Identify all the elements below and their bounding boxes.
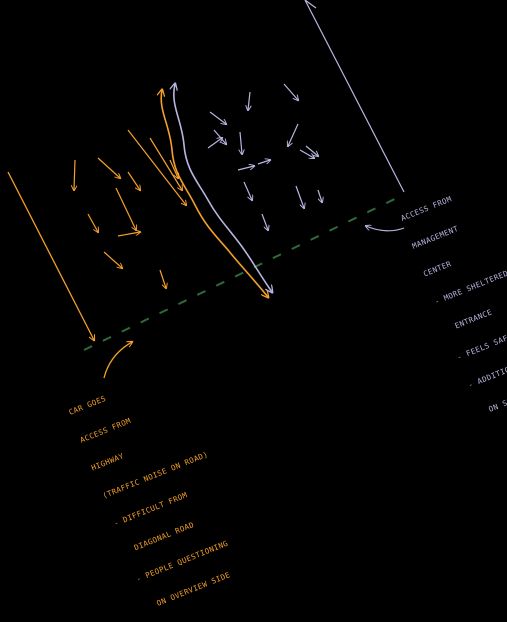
orange-flow-arrows: [74, 129, 186, 288]
note-line: ENTRANCE: [444, 307, 494, 335]
site-boundary-dashed-line: [83, 193, 406, 351]
management-callout-arrow: [366, 226, 405, 232]
management-side-line: [304, 0, 405, 193]
lavender-flow-arrows: [207, 83, 322, 230]
note-line: - MORE SHELTERED: [433, 268, 507, 307]
highway-access-arrow: [7, 171, 94, 340]
site-diagram-canvas: [7, 0, 406, 379]
lavender-wavy-divider: [174, 84, 272, 292]
highway-callout-arrow: [103, 342, 132, 379]
